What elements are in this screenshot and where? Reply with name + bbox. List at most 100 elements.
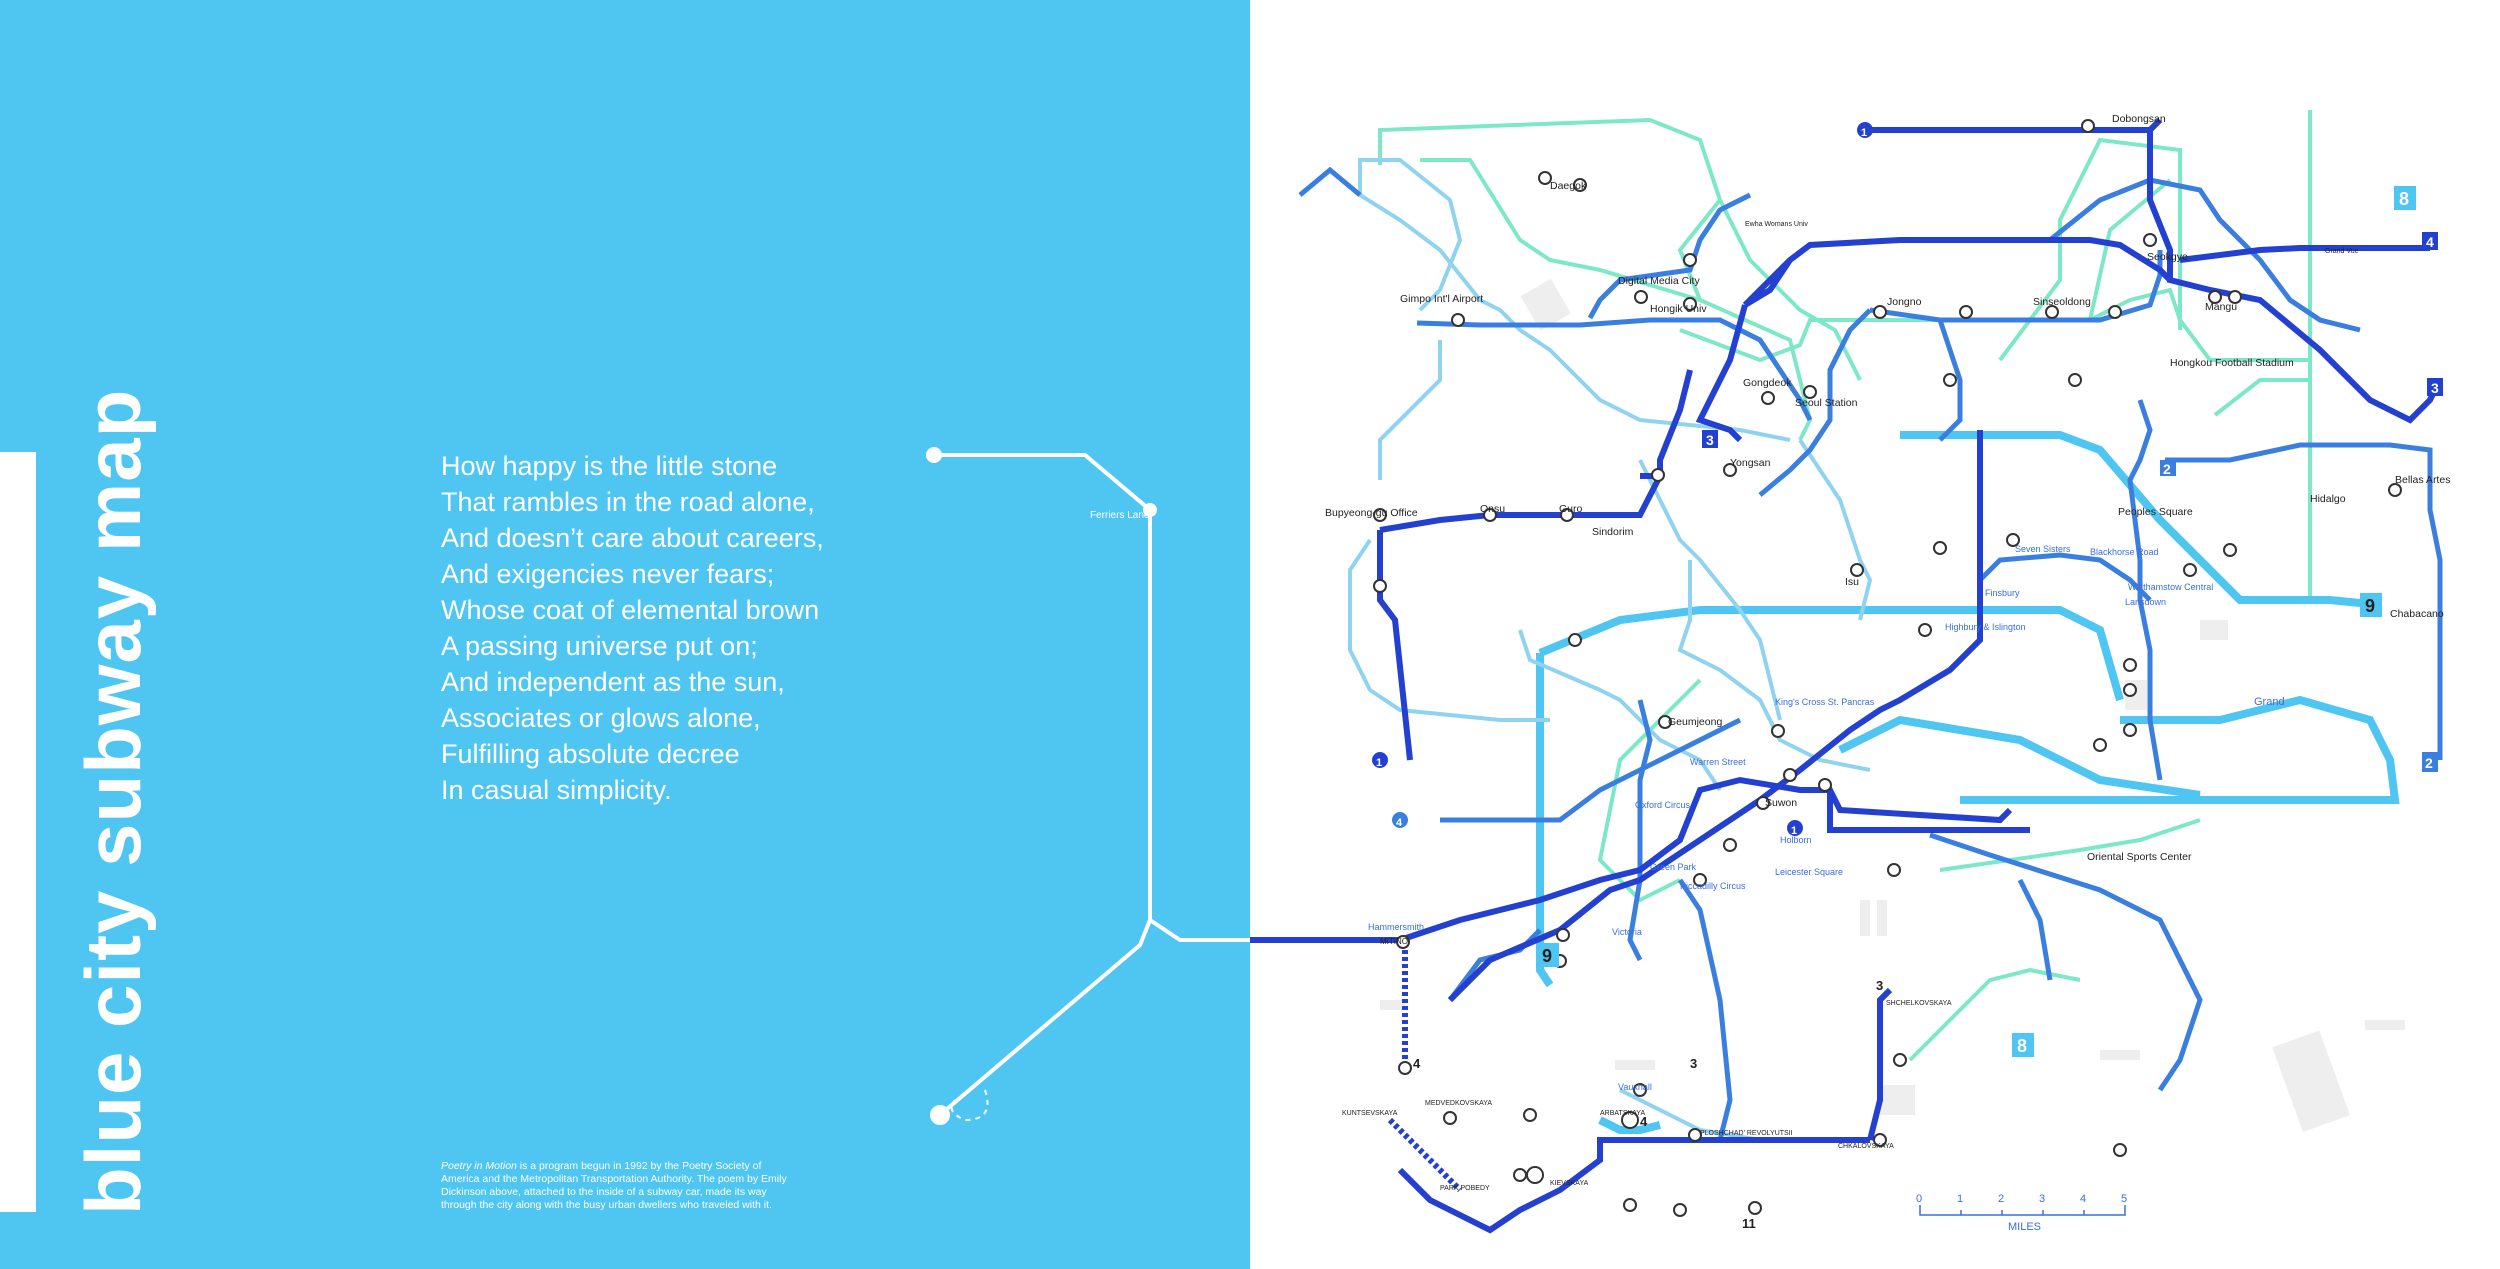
line-badge-9 [1537,943,1559,967]
station-label-peoples-square: Peoples Square [2118,506,2193,518]
station-label-onsu: Onsu [1480,503,1505,515]
station-label-bellas-artes: Bellas Artes [2395,474,2450,486]
station-label-victoria: Victoria [1612,927,1642,937]
station-label-green-park: Green Park [1650,862,1697,872]
station-label-daegok: Daegok [1550,180,1587,192]
line-badge-label: 2 [2425,755,2433,771]
station-label-suwon: Suwon [1765,797,1797,809]
station-label-bupyeong: Bupyeong-gu Office [1325,507,1418,519]
scale-label: MILES [2008,1221,2041,1233]
station-label-ploschad: PLOSHCHAD' REVOLYUTSII [1700,1130,1793,1137]
left-panel [0,0,1250,1269]
station-label-warren-street: Warren Street [1690,757,1746,767]
line-badge-label: 3 [1706,432,1714,448]
station-label-chkalovskaya: CHKALOVSKAYA [1838,1143,1894,1150]
line-badge-label: 9 [1542,946,1552,966]
line-label-4: 4 [1413,1056,1421,1071]
line-label-11: 11 [1742,1216,1756,1231]
station-label-dmc: Digital Media City [1618,275,1700,287]
line-badge-label: 9 [2365,596,2375,616]
station-label-holborn: Holborn [1780,835,1812,845]
station-label-hidalgo: Hidalgo [2310,493,2346,505]
panel-line [926,447,1250,1125]
line-badge-3 [2427,378,2443,396]
scale-tick: 2 [1998,1193,2004,1205]
poem: How happy is the little stone That rambl… [441,448,824,808]
scale-tick: 3 [2039,1193,2045,1205]
line-label-4: 4 [1640,1114,1648,1129]
line-light [1348,158,1873,1142]
station-labels: Dobongsan Daegok Seokgye Mangu Gimpo Int… [1325,113,2450,1192]
station-label-seven-sisters: Seven Sisters [2015,544,2071,554]
station-label-piccadilly: Piccadilly Circus [1680,881,1746,891]
station-label-seoul-station: Seoul Station [1795,397,1858,409]
line-label-3: 3 [1690,1056,1697,1071]
poem-line: And exigencies never fears; [441,559,775,589]
line-badge-label: 1 [1376,757,1382,769]
station-label-dobongsan: Dobongsan [2112,113,2166,125]
station-label-mitino: MITINO [1380,937,1408,946]
station-label-gongdeok: Gongdeok [1743,377,1792,389]
scale-tick: 0 [1916,1193,1922,1205]
footnote: Poetry in Motion is a program begun in 1… [441,1160,801,1212]
station-label-hongik: Hongik Univ [1650,303,1707,315]
station-label-kunitsevskaya: KUNTSEVSKAYA [1342,1110,1398,1117]
station-label-medvedkovo: MEDVEDKOVSKAYA [1425,1100,1492,1107]
station-label-blackhorse: Blackhorse Road [2090,547,2159,557]
line-sky [1536,431,2400,1134]
station-label-mangu: Mangu [2205,301,2237,313]
station-label-hongkou: Hongkou Football Stadium [2170,357,2294,369]
station-label-isu: Isu [1845,576,1859,588]
poem-line: And independent as the sun, [441,667,785,697]
station-label-arbatskaya: ARBATSKAYA [1600,1110,1645,1117]
scale-bar: 0 1 2 3 4 5 MILES [1916,1193,2127,1233]
station-label-grand-vue: Grand Vue [2325,248,2359,255]
footnote-text: is a program begun in 1992 by the Poetry… [441,1160,787,1211]
title-bar [0,452,36,1212]
station-markers [1373,119,2402,1217]
station-label-geumjeong: Geumjeong [1668,716,1722,728]
line-badge-1 [1857,122,1873,138]
station-label-oriental: Oriental Sports Center [2087,851,2192,863]
line-hatched [1387,950,1463,1193]
map-background [1380,278,2405,1133]
station-label-lansdown: Lansdown [2125,597,2166,607]
poem-line: That rambles in the road alone, [441,487,815,517]
station-label-finsbury: Finsbury [1985,588,2020,598]
station-label-kievskaya: KIEVSKAYA [1550,1180,1589,1187]
station-label-walthamstow: Walthamstow Central [2128,582,2213,592]
line-badge-3 [1702,430,1718,448]
line-badge-4 [1392,812,1408,828]
line-badge-label: 4 [2426,234,2434,250]
line-badge-label: 8 [2399,189,2409,209]
station-label-highbury: Highbury & Islington [1945,622,2026,632]
line-badge-label: 3 [2431,380,2439,396]
line-badge-label: 8 [2017,1036,2027,1056]
station-label-hammersmith: Hammersmith [1368,922,1424,932]
scale-tick: 5 [2121,1193,2127,1205]
line-badge-9 [2360,593,2382,617]
line-label-3: 3 [1876,978,1883,993]
line-badge-2 [2422,752,2438,772]
line-badge-8 [2394,186,2416,210]
scale-tick: 1 [1957,1193,1963,1205]
line-badge-1 [1372,752,1388,768]
line-badges: 1 1 1 2 2 3 3 3 3 4 4 4 4 8 8 9 9 11 [1372,122,2443,1231]
line-badge-2 [2160,460,2176,476]
footnote-italic: Poetry in Motion [441,1160,517,1172]
station-labels-blue: Seven Sisters Blackhorse Road Walthamsto… [1368,544,2285,1092]
station-label-sindorim: Sindorim [1592,526,1634,538]
poem-line: In casual simplicity. [441,775,672,805]
station-label-sinseoldong: Sinseoldong [2033,296,2091,308]
line-badge-label: 2 [2163,461,2171,477]
station-label-chabacano: Chabacano [2390,608,2444,620]
station-label-grand: Grand [2254,696,2285,708]
poem-line: Fulfilling absolute decree [441,739,740,769]
line-badge-label: 1 [1861,127,1867,139]
poem-line: Whose coat of elemental brown [441,595,820,625]
station-label-kings-cross: King's Cross St. Pancras [1775,697,1875,707]
station-label-yongsan: Yongsan [1730,457,1771,469]
line-badge-8 [2012,1033,2034,1057]
line-badge-1 [1787,820,1803,836]
